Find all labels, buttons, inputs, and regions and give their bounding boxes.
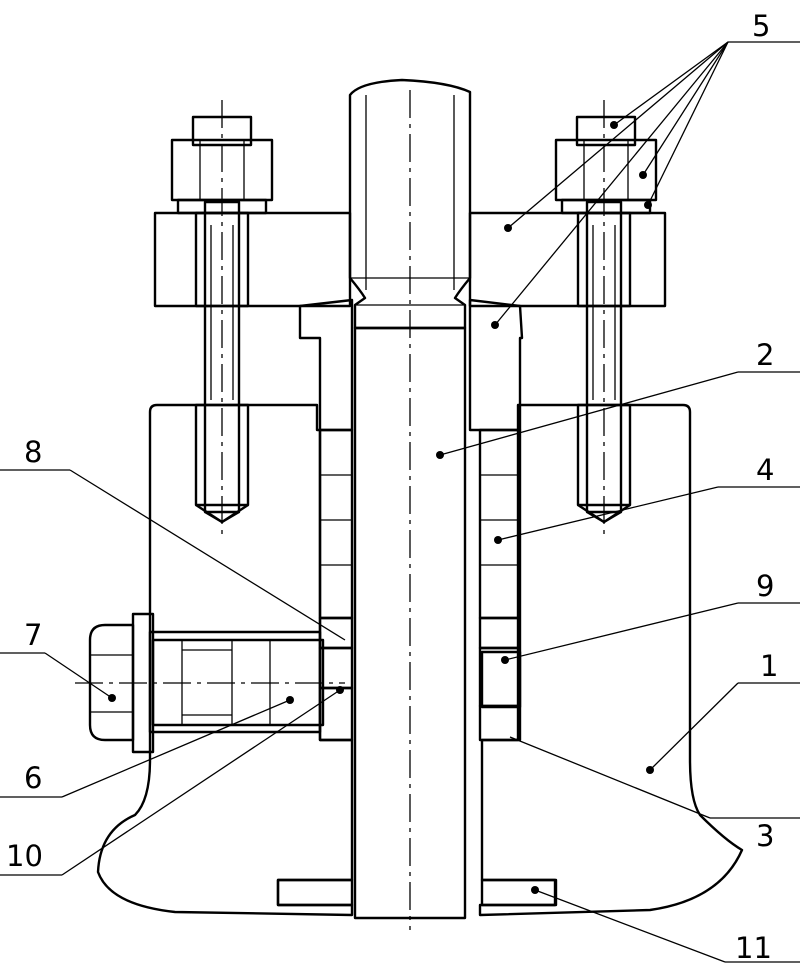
lantern-ring xyxy=(318,616,520,742)
label-6: 6 xyxy=(24,761,42,795)
packing-rings xyxy=(318,428,520,620)
label-3: 3 xyxy=(756,819,774,853)
label-7: 7 xyxy=(24,618,42,652)
label-1: 1 xyxy=(760,649,778,683)
label-2: 2 xyxy=(756,338,774,372)
packing-gland xyxy=(298,298,524,432)
center-lines xyxy=(75,90,605,930)
label-4: 4 xyxy=(756,453,774,487)
leader-lines xyxy=(0,41,800,963)
label-11: 11 xyxy=(735,931,772,965)
label-9: 9 xyxy=(756,569,774,603)
callout-labels: 5 2 4 9 1 3 11 8 7 6 10 xyxy=(6,9,778,965)
valve-body xyxy=(96,403,744,917)
nut-right xyxy=(554,115,658,215)
label-8: 8 xyxy=(24,435,42,469)
label-10: 10 xyxy=(6,839,43,873)
label-5: 5 xyxy=(752,9,770,43)
